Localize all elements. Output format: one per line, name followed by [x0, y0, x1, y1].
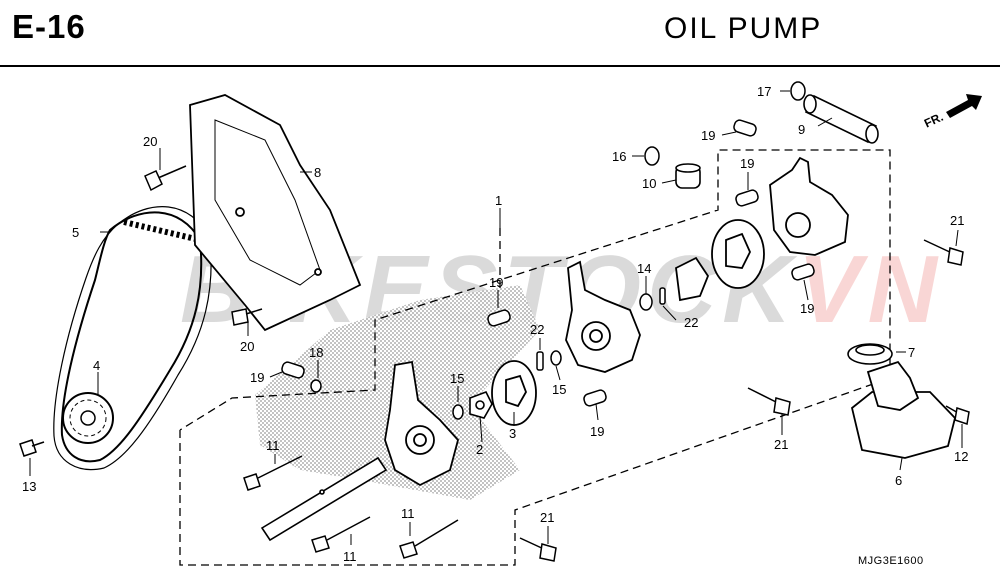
callout-8: 8	[314, 165, 321, 180]
callout-14: 14	[637, 261, 651, 276]
seal-7	[847, 343, 893, 365]
arrow-right-icon	[946, 94, 982, 118]
callout-19-b: 19	[250, 370, 264, 385]
bolt-21-right	[923, 239, 964, 266]
bolt-11-lower-left	[311, 516, 371, 553]
callout-12: 12	[954, 449, 968, 464]
pin-22-upper	[659, 287, 666, 305]
drive-sprocket	[62, 392, 114, 444]
inner-rotor-upper	[675, 256, 710, 302]
callout-6: 6	[895, 473, 902, 488]
callout-19-f: 19	[800, 301, 814, 316]
pump-body-upper	[769, 156, 849, 256]
bolt-12	[945, 405, 970, 425]
callout-1: 1	[495, 193, 502, 208]
callout-17: 17	[757, 84, 771, 99]
dowel-19-c	[583, 389, 607, 407]
oring-14	[639, 293, 653, 311]
collar-10	[675, 163, 701, 189]
callout-21-bottom: 21	[540, 510, 554, 525]
callout-21-right: 21	[950, 213, 964, 228]
front-direction-indicator: FR.	[922, 94, 982, 128]
pin-22-center	[536, 351, 544, 371]
ring-17	[790, 81, 806, 101]
bolt-20-upper	[144, 165, 187, 192]
oil-strainer-6	[850, 360, 956, 459]
diagram-header: E-16 OIL PUMP	[0, 0, 1000, 67]
diagram-code: E-16	[12, 8, 86, 45]
callout-9: 9	[798, 122, 805, 137]
washer-15-right	[550, 350, 562, 366]
callout-13: 13	[22, 479, 36, 494]
bolt-11-lower-right	[399, 519, 459, 559]
callout-11-upper: 11	[266, 438, 280, 453]
callout-11-lower-left: 11	[343, 549, 357, 564]
callout-10: 10	[642, 176, 656, 191]
washer-18	[310, 379, 322, 393]
callout-15-left: 15	[450, 371, 464, 386]
bolt-11-upper	[243, 455, 303, 491]
pump-shaft	[260, 456, 388, 542]
bolt-21-center	[747, 387, 791, 416]
dowel-19-a	[487, 309, 511, 327]
callout-11-lower-right: 11	[401, 506, 415, 521]
callout-18: 18	[309, 345, 323, 360]
callout-22-center: 22	[530, 322, 544, 337]
callout-20-upper: 20	[143, 134, 157, 149]
inner-rotor-2	[469, 390, 493, 419]
callout-22-upper: 22	[684, 315, 698, 330]
dowel-19-b	[281, 361, 305, 379]
bolt-13	[19, 439, 45, 457]
leader-lines	[29, 90, 963, 545]
diagram-reference-code: MJG3E1600	[858, 555, 924, 567]
dowel-19-d	[733, 119, 757, 137]
ring-16	[644, 146, 660, 166]
callout-16: 16	[612, 149, 626, 164]
bolt-21-bottom	[519, 537, 557, 562]
callout-19-c: 19	[590, 424, 604, 439]
callout-21-center: 21	[774, 437, 788, 452]
outer-rotor-upper	[711, 219, 765, 289]
dowel-19-f	[791, 263, 815, 281]
dowel-19-e	[735, 189, 759, 207]
pump-body-lower	[384, 360, 459, 487]
callout-7: 7	[908, 345, 915, 360]
callout-5: 5	[72, 225, 79, 240]
callout-20-lower: 20	[240, 339, 254, 354]
washer-15-left	[452, 404, 464, 420]
callout-3: 3	[509, 426, 516, 441]
callout-2: 2	[476, 442, 483, 457]
callout-19-a: 19	[489, 275, 503, 290]
assembly-dashed-outline	[179, 149, 891, 566]
callout-15-right: 15	[552, 382, 566, 397]
header-rule	[0, 65, 1000, 67]
diagram-title: OIL PUMP	[664, 12, 823, 45]
callout-19-d: 19	[701, 128, 715, 143]
pump-body-middle	[565, 260, 641, 373]
callout-4: 4	[93, 358, 100, 373]
chain-guide-plate	[189, 94, 362, 332]
callout-labels: 1 2 3 4 5 6 7 8 9 10 11 11 11 12 13 14 1…	[22, 84, 968, 564]
callout-19-e: 19	[740, 156, 754, 171]
front-direction-label: FR.	[922, 110, 945, 128]
pipe-9	[803, 94, 879, 144]
